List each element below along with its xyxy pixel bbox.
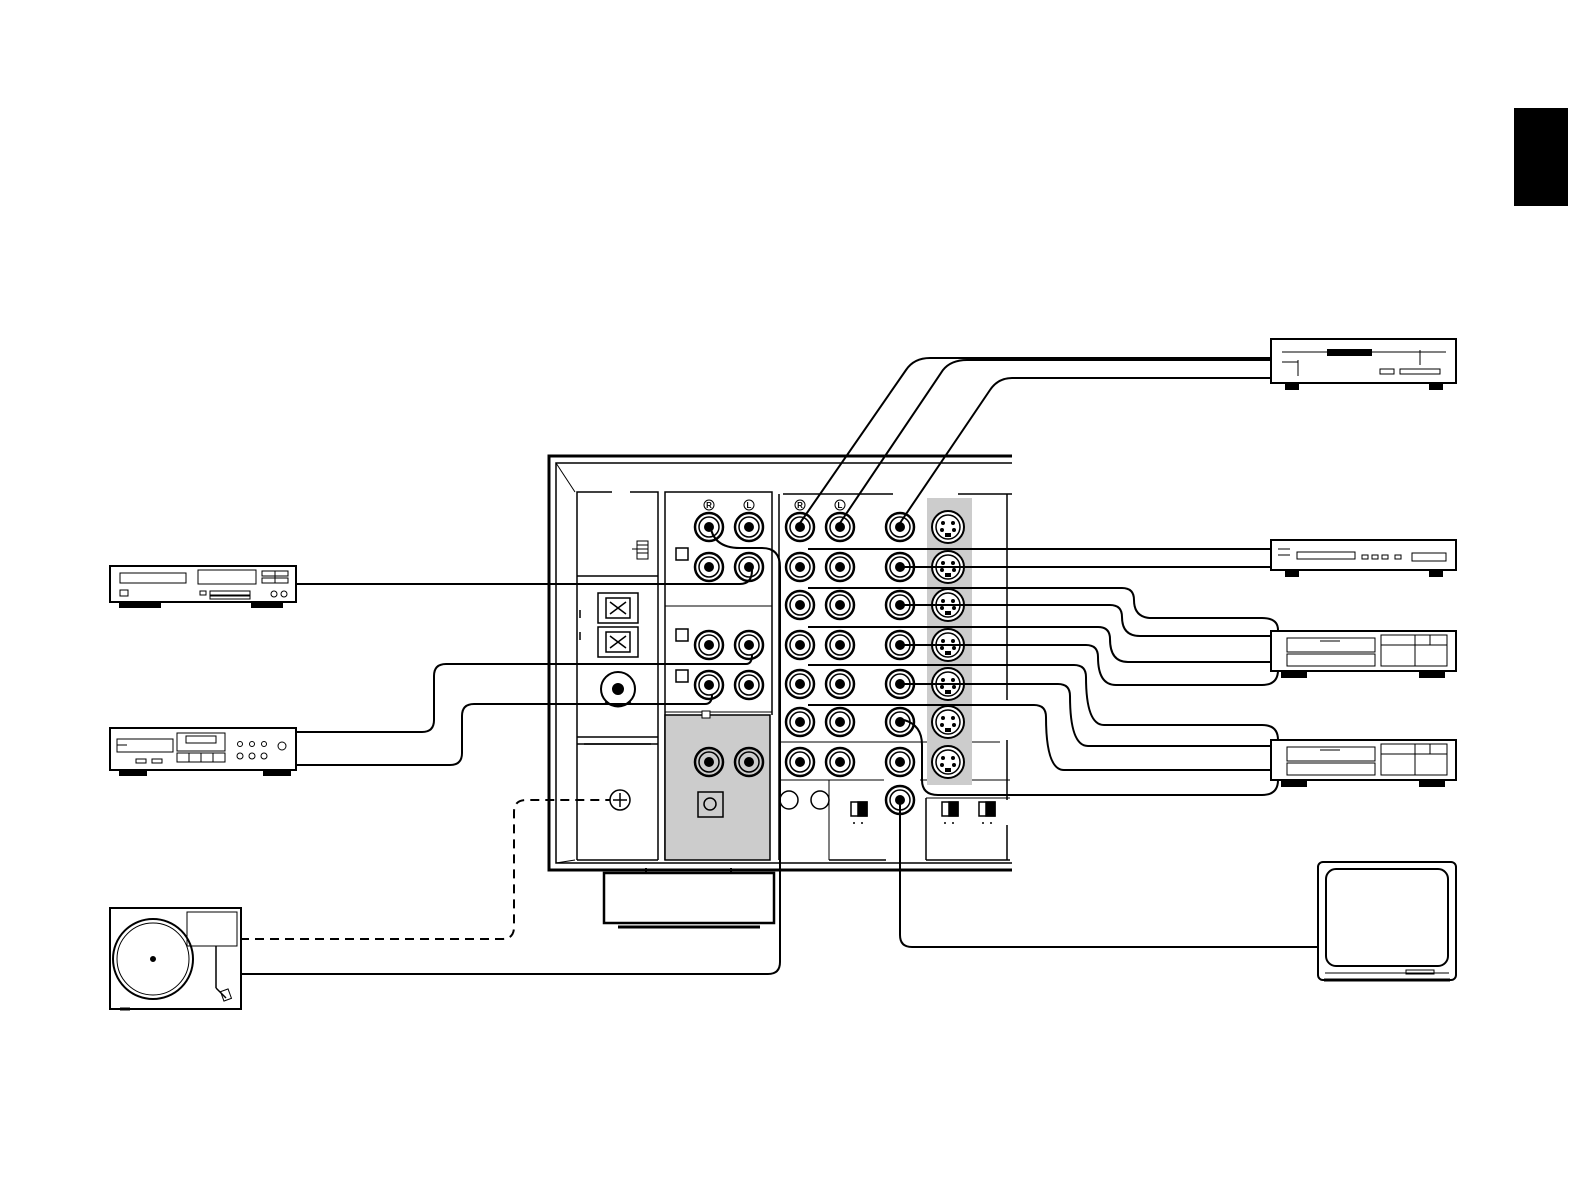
phono-panel (665, 715, 770, 860)
cable-vcr2-a (808, 665, 1278, 740)
rca-jack-icon (786, 553, 814, 581)
rca-jack-icon (735, 748, 763, 776)
rca-jack-icon (695, 553, 723, 581)
rca-jack-icon (786, 748, 814, 776)
cable-cd-right (800, 358, 1271, 523)
tv-monitor-icon (1318, 862, 1456, 980)
rca-jack-icon (786, 708, 814, 736)
vcr-2-icon (1271, 740, 1456, 786)
vcr-1-icon (1271, 631, 1456, 677)
rca-jack-icon (786, 513, 814, 541)
rca-jack-icon (826, 631, 854, 659)
rca-jack-icon (886, 748, 914, 776)
rca-jack-icon (695, 631, 723, 659)
rca-jack-icon (735, 671, 763, 699)
cd-changer-icon (110, 566, 296, 607)
cd-player-icon (1271, 339, 1456, 389)
page-corner-tab (1514, 108, 1568, 206)
rca-jack-icon (826, 513, 854, 541)
selector-switch-icon (851, 802, 995, 824)
jack-label-left: L (838, 501, 843, 510)
jack-label-left: L (747, 501, 752, 510)
rca-jack-icon (826, 708, 854, 736)
rca-jack-icon (695, 671, 723, 699)
cable-vcr1-a (808, 588, 1278, 630)
cable-vcr2-c (808, 705, 1271, 770)
rca-jack-icon (826, 748, 854, 776)
ld-player-icon (1271, 540, 1456, 576)
rca-jack-icon (826, 670, 854, 698)
cables (240, 358, 1318, 974)
rca-jack-icon (735, 513, 763, 541)
cable-cd-changer (296, 570, 752, 584)
cable-tape-out (296, 695, 712, 765)
voltage-switch-icon (632, 541, 648, 559)
jack-label-right: R (706, 501, 712, 510)
rca-jack-icon (735, 631, 763, 659)
rca-jack-icon (695, 748, 723, 776)
rca-jack-icon (826, 553, 854, 581)
rca-jack-icon (886, 513, 914, 541)
receiver-foot (604, 873, 774, 923)
fm-antenna-jack-icon (601, 672, 635, 707)
cassette-deck-icon (110, 728, 296, 775)
cable-cd-left (840, 360, 1271, 523)
rca-jack-icon (786, 670, 814, 698)
rca-jack-icon (826, 591, 854, 619)
s-video-jack-icon (932, 706, 964, 738)
s-video-jack-icon (932, 746, 964, 778)
jack-label-right: R (797, 501, 803, 510)
rca-jack-icon (786, 631, 814, 659)
rca-jack-icon (695, 513, 723, 541)
cable-tv-monitor (900, 800, 1318, 947)
rca-jack-icon (786, 591, 814, 619)
rca-jack-icon (735, 553, 763, 581)
antenna-terminal-icon (580, 593, 638, 657)
turntable-icon (110, 908, 241, 1009)
s-video-jack-icon (932, 511, 964, 543)
